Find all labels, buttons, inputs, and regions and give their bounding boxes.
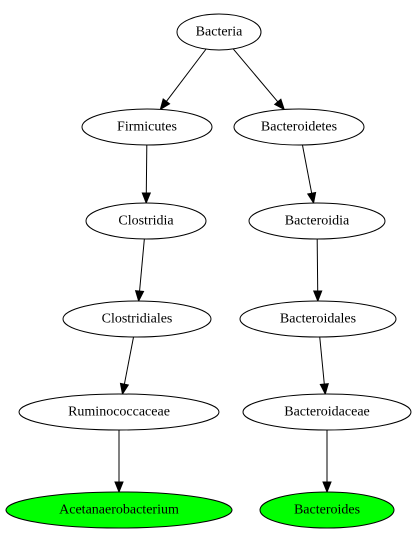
node-ellipse <box>242 393 412 431</box>
node-label: Firmicutes <box>117 120 177 135</box>
node-ellipse <box>233 108 365 146</box>
node-ellipse <box>248 202 386 240</box>
arrowhead-icon <box>319 383 329 396</box>
edge-line <box>165 48 207 102</box>
arrowhead-icon <box>312 290 323 303</box>
edge-clostridiales-to-ruminococcaceae <box>119 336 135 396</box>
edge-line <box>316 238 319 292</box>
edges-layer <box>114 48 332 494</box>
node-acetanaerobacterium: Acetanaerobacterium <box>5 491 233 529</box>
edge-bacteroidetes-to-bacteroidia <box>301 144 317 205</box>
node-label: Bacteroidaceae <box>284 405 370 420</box>
node-ellipse <box>259 491 395 529</box>
edge-line <box>232 48 279 103</box>
node-label: Ruminococcaceae <box>68 405 170 420</box>
arrowhead-icon <box>159 98 171 111</box>
node-label: Bacteroidia <box>285 214 350 229</box>
node-ellipse <box>62 300 212 338</box>
node-bacteroidaceae: Bacteroidaceae <box>242 393 412 431</box>
edge-line <box>123 336 135 385</box>
node-ellipse <box>18 393 220 431</box>
edge-clostridia-to-clostridiales <box>134 238 145 303</box>
arrowhead-icon <box>134 290 145 303</box>
node-label: Acetanaerobacterium <box>59 503 179 518</box>
node-bacteroides: Bacteroides <box>259 491 395 529</box>
edge-line <box>145 144 148 194</box>
edge-bacteroidales-to-bacteroidaceae <box>319 336 329 396</box>
arrowhead-icon <box>322 481 332 494</box>
node-label: Clostridia <box>118 214 174 229</box>
node-ellipse <box>5 491 233 529</box>
edge-bacteria-to-firmicutes <box>159 48 207 111</box>
node-bacteria: Bacteria <box>176 13 262 51</box>
node-bacteroidales: Bacteroidales <box>239 300 397 338</box>
node-label: Bacteria <box>196 25 243 40</box>
edge-line <box>139 238 145 292</box>
node-ellipse <box>81 108 213 146</box>
node-bacteroidia: Bacteroidia <box>248 202 386 240</box>
node-ruminococcaceae: Ruminococcaceae <box>18 393 220 431</box>
edge-bacteroidia-to-bacteroidales <box>312 238 323 303</box>
node-ellipse <box>85 202 207 240</box>
node-bacteroidetes: Bacteroidetes <box>233 108 365 146</box>
node-label: Bacteroidetes <box>261 120 337 135</box>
node-label: Bacteroides <box>294 503 360 518</box>
arrowhead-icon <box>114 481 124 494</box>
node-clostridia: Clostridia <box>85 202 207 240</box>
arrowhead-icon <box>306 191 317 205</box>
node-firmicutes: Firmicutes <box>81 108 213 146</box>
node-label: Clostridiales <box>102 312 173 327</box>
edge-ruminococcaceae-to-acetanaerobacterium <box>114 430 124 494</box>
edge-line <box>319 336 325 385</box>
node-clostridiales: Clostridiales <box>62 300 212 338</box>
arrowhead-icon <box>273 98 286 111</box>
edge-line <box>301 144 313 194</box>
node-ellipse <box>239 300 397 338</box>
edge-bacteria-to-bacteroidetes <box>232 48 286 111</box>
node-ellipse <box>176 13 262 51</box>
edge-firmicutes-to-clostridia <box>141 144 152 205</box>
node-label: Bacteroidales <box>280 312 356 327</box>
edge-bacteroidaceae-to-bacteroides <box>322 430 332 494</box>
arrowhead-icon <box>141 192 152 205</box>
arrowhead-icon <box>119 382 130 396</box>
